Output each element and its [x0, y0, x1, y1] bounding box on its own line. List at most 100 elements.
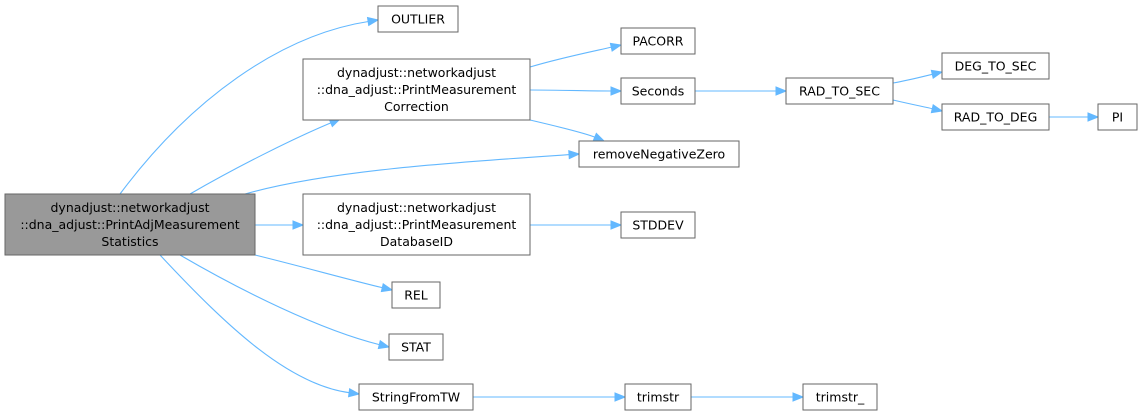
node-label: STAT — [401, 340, 431, 355]
node-label: ::dna_adjust::PrintMeasurement — [317, 82, 517, 97]
node-print-correction[interactable]: dynadjust::networkadjust::dna_adjust::Pr… — [302, 58, 531, 121]
node-label: Seconds — [632, 84, 685, 99]
edge-root-to-rel — [254, 254, 394, 293]
node-label: dynadjust::networkadjust — [50, 200, 209, 215]
edge-root-to-remove-negative-zero — [244, 149, 581, 195]
edge-line — [159, 254, 351, 394]
node-label: STDDEV — [632, 218, 684, 233]
arrow-head-icon — [366, 16, 380, 27]
arrow-head-icon — [792, 392, 805, 402]
arrow-head-icon — [930, 69, 944, 80]
edge-rad-to-sec-to-rad-to-deg — [892, 99, 944, 114]
node-pacorr[interactable]: PACORR — [620, 27, 696, 55]
node-box — [941, 103, 1050, 131]
node-box — [620, 77, 696, 105]
node-label: ::dna_adjust::PrintAdjMeasurement — [20, 217, 239, 232]
node-label: OUTLIER — [391, 12, 445, 27]
edge-line — [892, 99, 934, 110]
edge-line — [892, 73, 934, 84]
edges-layer — [119, 16, 1100, 402]
edge-seconds-to-rad-to-sec — [695, 86, 788, 96]
node-rad-to-sec[interactable]: RAD_TO_SEC — [785, 77, 894, 105]
node-box — [302, 193, 531, 256]
edge-root-to-print-correction — [189, 118, 342, 195]
arrow-head-icon — [380, 282, 394, 293]
node-box — [802, 383, 878, 411]
node-label: PACORR — [632, 34, 683, 49]
node-box — [620, 211, 696, 239]
edge-print-correction-to-remove-negative-zero — [529, 119, 606, 142]
edge-line — [244, 154, 571, 195]
node-remove-negative-zero[interactable]: removeNegativeZero — [578, 140, 740, 168]
edge-root-to-print-database-id — [254, 220, 305, 230]
edge-line — [529, 46, 613, 68]
edge-line — [189, 121, 332, 195]
node-label: removeNegativeZero — [593, 147, 725, 162]
node-label: dynadjust::networkadjust — [337, 200, 496, 215]
edge-print-correction-to-pacorr — [529, 42, 623, 68]
node-label: DatabaseID — [380, 234, 453, 249]
node-box — [4, 193, 256, 256]
node-label: REL — [404, 288, 428, 303]
node-rel[interactable]: REL — [391, 281, 441, 309]
arrow-head-icon — [775, 86, 788, 96]
arrow-head-icon — [930, 103, 944, 114]
arrow-head-icon — [347, 387, 361, 398]
node-box — [391, 281, 441, 309]
node-label: RAD_TO_DEG — [954, 110, 1038, 125]
edge-line — [529, 119, 596, 139]
arrow-head-icon — [614, 392, 627, 402]
edge-root-to-stat — [179, 254, 391, 350]
node-seconds[interactable]: Seconds — [620, 77, 696, 105]
node-box — [624, 383, 692, 411]
node-label: StringFromTW — [372, 390, 460, 405]
node-trimstr-[interactable]: trimstr_ — [802, 383, 878, 411]
node-root: dynadjust::networkadjust::dna_adjust::Pr… — [4, 193, 256, 256]
node-trimstr[interactable]: trimstr — [624, 383, 692, 411]
edge-trimstr-to-trimstr- — [691, 392, 805, 402]
arrow-head-icon — [292, 220, 305, 230]
edge-root-to-outlier — [119, 16, 380, 195]
node-label: PI — [1112, 110, 1123, 125]
node-rad-to-deg[interactable]: RAD_TO_DEG — [941, 103, 1050, 131]
edge-print-correction-to-seconds — [529, 86, 623, 96]
nodes-layer: dynadjust::networkadjust::dna_adjust::Pr… — [4, 5, 1138, 411]
node-label: Correction — [384, 99, 449, 114]
node-box — [377, 5, 459, 33]
edge-rad-to-deg-to-pi — [1049, 112, 1100, 122]
edge-root-to-string-from-tw — [159, 254, 361, 398]
node-stddev[interactable]: STDDEV — [620, 211, 696, 239]
arrow-head-icon — [610, 86, 623, 96]
node-label: trimstr_ — [816, 390, 865, 405]
node-label: ::dna_adjust::PrintMeasurement — [317, 217, 517, 232]
node-label: DEG_TO_SEC — [955, 59, 1037, 74]
edge-line — [119, 20, 370, 195]
arrow-head-icon — [568, 149, 581, 160]
node-deg-to-sec[interactable]: DEG_TO_SEC — [941, 52, 1050, 80]
node-stat[interactable]: STAT — [388, 333, 444, 361]
arrow-head-icon — [377, 339, 391, 350]
node-box — [388, 333, 444, 361]
node-box — [785, 77, 894, 105]
node-box — [302, 58, 531, 121]
arrow-head-icon — [609, 42, 623, 52]
edge-line — [254, 254, 384, 289]
edge-string-from-tw-to-trimstr — [473, 392, 627, 402]
node-outlier[interactable]: OUTLIER — [377, 5, 459, 33]
node-string-from-tw[interactable]: StringFromTW — [358, 383, 474, 411]
node-label: RAD_TO_SEC — [799, 84, 880, 99]
arrow-head-icon — [610, 220, 623, 230]
node-label: Statistics — [101, 234, 158, 249]
arrow-head-icon — [1087, 112, 1100, 122]
node-label: dynadjust::networkadjust — [337, 65, 496, 80]
node-print-database-id[interactable]: dynadjust::networkadjust::dna_adjust::Pr… — [302, 193, 531, 256]
node-box — [1097, 103, 1138, 131]
node-box — [358, 383, 474, 411]
node-box — [620, 27, 696, 55]
node-box — [941, 52, 1050, 80]
node-label: trimstr — [637, 390, 680, 405]
edge-print-database-id-to-stddev — [529, 220, 623, 230]
edge-line — [529, 89, 613, 92]
node-pi[interactable]: PI — [1097, 103, 1138, 131]
